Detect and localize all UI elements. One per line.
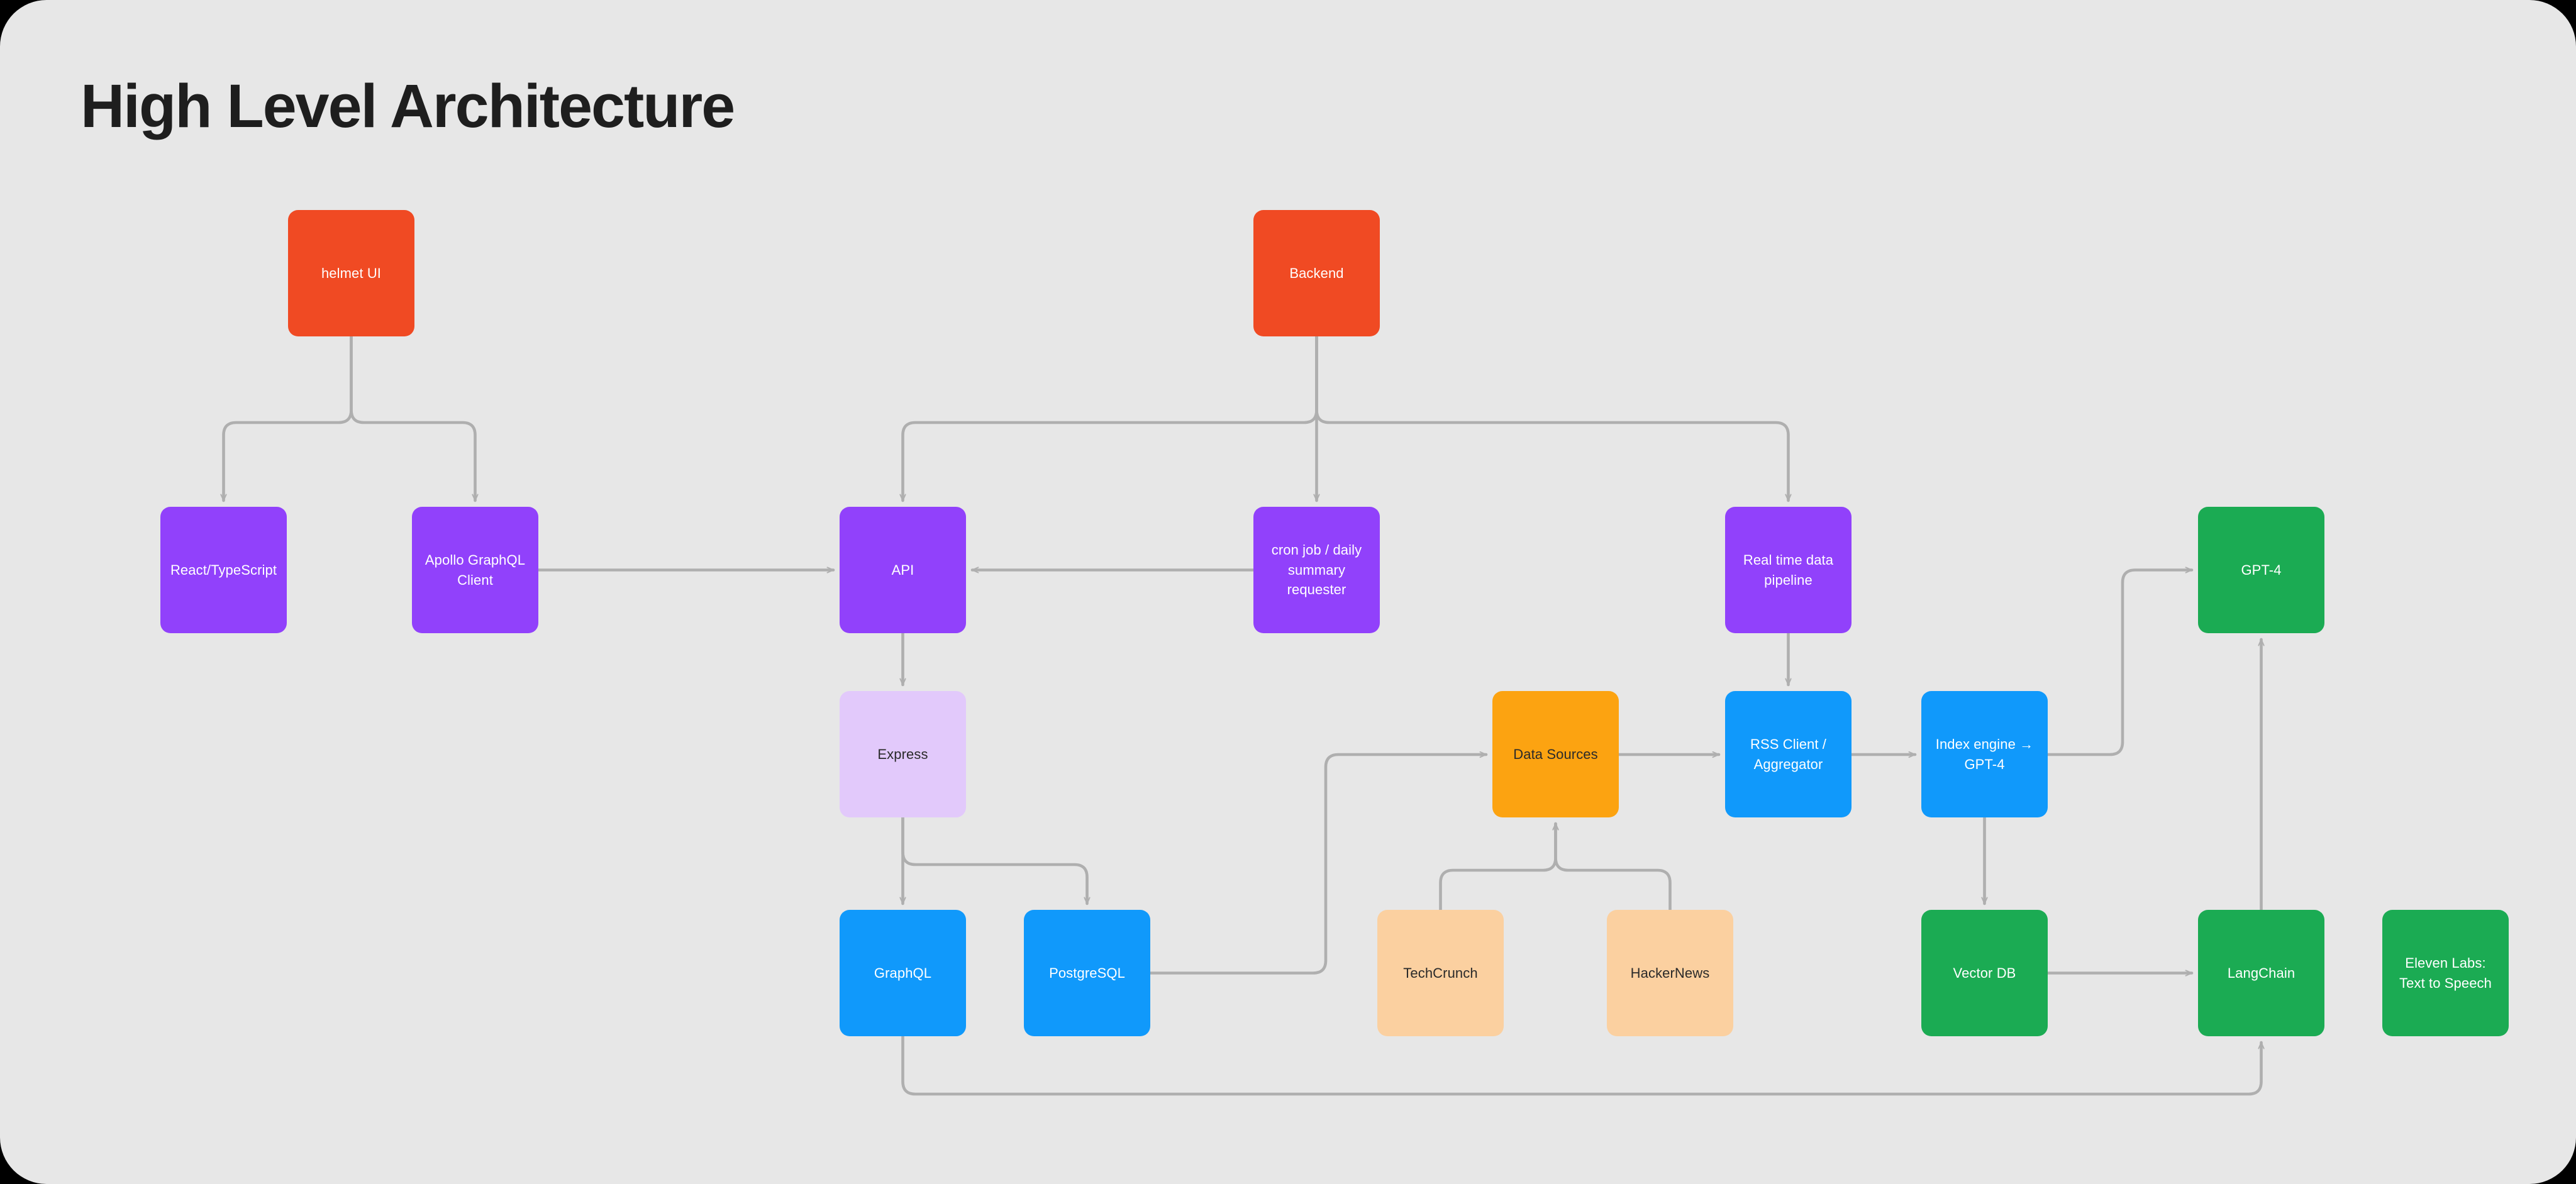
edge-backend-api bbox=[899, 335, 1318, 502]
node-api[interactable]: API bbox=[840, 507, 966, 633]
edge-express-postgres bbox=[901, 816, 1091, 905]
node-elevenlabs[interactable]: Eleven Labs: Text to Speech bbox=[2382, 910, 2509, 1036]
node-datasources[interactable]: Data Sources bbox=[1492, 691, 1619, 817]
node-label-graphql: GraphQL bbox=[874, 965, 932, 981]
node-label-express: Express bbox=[877, 746, 928, 762]
node-label-cron: cron job / daily summary requester bbox=[1271, 541, 1362, 598]
edge-graphql-langchain bbox=[901, 1034, 2265, 1096]
edge-helmetui-reactts bbox=[220, 335, 353, 502]
node-postgres[interactable]: PostgreSQL bbox=[1024, 910, 1150, 1036]
node-apollo[interactable]: Apollo GraphQL Client bbox=[412, 507, 538, 633]
node-label-backend: Backend bbox=[1289, 265, 1344, 281]
edge-indexengine-gpt4 bbox=[2046, 567, 2194, 756]
node-cron[interactable]: cron job / daily summary requester bbox=[1253, 507, 1380, 633]
node-label-postgres: PostgreSQL bbox=[1049, 965, 1125, 981]
node-rss[interactable]: RSS Client / Aggregator bbox=[1725, 691, 1852, 817]
node-react-ts[interactable]: React/TypeScript bbox=[160, 507, 287, 633]
node-label-realtime: Real time data pipeline bbox=[1743, 551, 1834, 588]
node-label-techcrunch: TechCrunch bbox=[1403, 965, 1478, 981]
node-label-elevenlabs: Eleven Labs: Text to Speech bbox=[2399, 954, 2492, 991]
node-realtime[interactable]: Real time data pipeline bbox=[1725, 507, 1852, 633]
node-indexengine[interactable]: Index engine → GPT-4 bbox=[1921, 691, 2048, 817]
node-backend[interactable]: Backend bbox=[1253, 210, 1380, 336]
edge-backend-realtime bbox=[1315, 335, 1792, 502]
node-gpt4[interactable]: GPT-4 bbox=[2198, 507, 2324, 633]
node-label-indexengine: Index engine → GPT-4 bbox=[1935, 736, 2034, 772]
node-label-hackernews: HackerNews bbox=[1630, 965, 1710, 981]
page-title: High Level Architecture bbox=[80, 72, 735, 140]
edge-hackernews-datasources bbox=[1552, 822, 1672, 912]
edge-helmetui-apollo bbox=[350, 335, 479, 502]
node-label-gpt4: GPT-4 bbox=[2241, 562, 2282, 578]
node-label-helmet-ui: helmet UI bbox=[321, 265, 382, 281]
node-label-langchain: LangChain bbox=[2227, 965, 2296, 981]
node-graphql[interactable]: GraphQL bbox=[840, 910, 966, 1036]
node-label-api: API bbox=[891, 562, 914, 578]
edge-techcrunch-datasources bbox=[1439, 822, 1559, 912]
node-label-react-ts: React/TypeScript bbox=[170, 562, 277, 578]
node-hackernews[interactable]: HackerNews bbox=[1607, 910, 1733, 1036]
node-label-rss: RSS Client / Aggregator bbox=[1750, 736, 1827, 772]
node-helmet-ui[interactable]: helmet UI bbox=[288, 210, 414, 336]
node-techcrunch[interactable]: TechCrunch bbox=[1377, 910, 1504, 1036]
node-label-datasources: Data Sources bbox=[1513, 746, 1598, 762]
node-vectordb[interactable]: Vector DB bbox=[1921, 910, 2048, 1036]
node-label-vectordb: Vector DB bbox=[1953, 965, 2016, 981]
node-langchain[interactable]: LangChain bbox=[2198, 910, 2324, 1036]
node-express[interactable]: Express bbox=[840, 691, 966, 817]
node-label-apollo: Apollo GraphQL Client bbox=[425, 551, 526, 588]
